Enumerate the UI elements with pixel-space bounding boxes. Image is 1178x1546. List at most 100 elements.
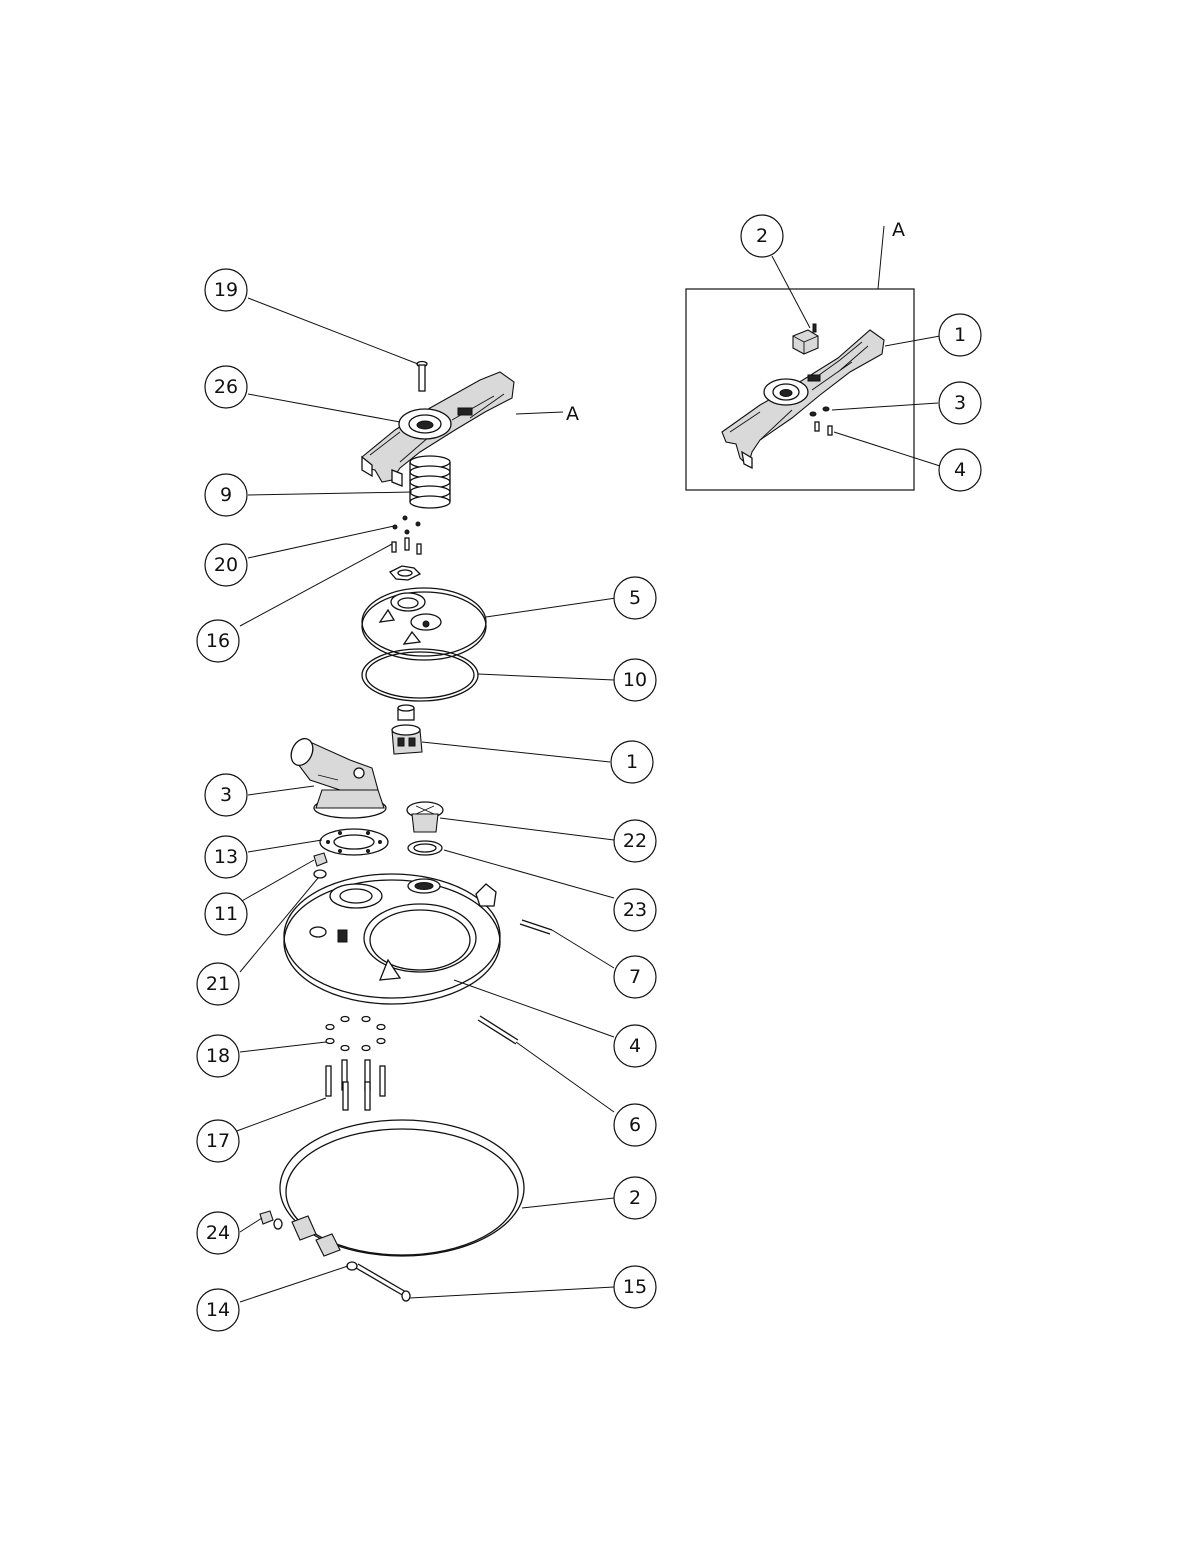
- view-label-main: A: [566, 403, 579, 425]
- main-callout-circle: [613, 888, 657, 932]
- rod-part-short: [519, 919, 553, 935]
- detail-callout-layer: 2 1 3 4: [740, 214, 982, 492]
- main-callout-circle: [196, 1211, 240, 1255]
- main-callout-number: 2: [629, 1187, 641, 1209]
- main-callout-13: 11: [204, 892, 248, 936]
- main-callout-number: 20: [214, 554, 238, 576]
- main-callout-circle: [613, 1024, 657, 1068]
- detail-callout-number: 1: [954, 324, 966, 346]
- main-callout-circle: [196, 962, 240, 1006]
- fitting-part: [406, 801, 444, 833]
- detail-callout-circle: [740, 214, 784, 258]
- main-callout-number: 22: [623, 830, 647, 852]
- clamp-hardware-parts: [259, 1210, 411, 1302]
- detail-view-frame: [685, 288, 915, 491]
- arm-part: [361, 371, 515, 487]
- main-callout-circle: [196, 1119, 240, 1163]
- valve-part: [391, 704, 423, 755]
- main-callout-number: 15: [623, 1276, 647, 1298]
- washer-part: [407, 840, 443, 856]
- main-callout-number: 7: [629, 966, 641, 988]
- main-callout-circle: [204, 365, 248, 409]
- detail-leader-lines: [771, 225, 941, 467]
- main-callout-21: 24: [196, 1211, 240, 1255]
- main-callout-6: 5: [613, 576, 657, 620]
- main-callout-number: 10: [623, 669, 647, 691]
- main-callout-number: 19: [214, 279, 238, 301]
- main-callout-number: 5: [629, 587, 641, 609]
- main-callout-circle: [613, 1103, 657, 1147]
- main-callout-number: 9: [220, 484, 232, 506]
- main-callout-circle: [613, 819, 657, 863]
- main-callout-number: 4: [629, 1035, 641, 1057]
- main-callout-18: 6: [613, 1103, 657, 1147]
- main-callout-17: 18: [196, 1034, 240, 1078]
- main-callout-circle: [204, 473, 248, 517]
- tank-top-part: [283, 873, 501, 1005]
- main-callout-4: 20: [204, 543, 248, 587]
- main-callout-circle: [196, 1034, 240, 1078]
- main-callout-1: 19: [204, 268, 248, 312]
- detail-callout-number: 3: [954, 392, 966, 414]
- main-callout-circle: [196, 1288, 240, 1332]
- main-callout-circle: [204, 543, 248, 587]
- detail-callout-circle: [938, 448, 982, 492]
- main-callout-circle: [613, 658, 657, 702]
- main-callout-10: 22: [613, 819, 657, 863]
- detail-small-parts: [809, 406, 833, 436]
- small-plate-part: [388, 565, 422, 581]
- main-exploded-view: [233, 297, 617, 1303]
- detail-callout-circle: [938, 381, 982, 425]
- main-callout-number: 6: [629, 1114, 641, 1136]
- main-callout-circle: [613, 955, 657, 999]
- main-callout-9: 3: [204, 773, 248, 817]
- main-callout-number: 17: [206, 1130, 230, 1152]
- detail-callout-number: 4: [954, 459, 966, 481]
- main-callout-number: 16: [206, 630, 230, 652]
- main-callout-circle: [204, 835, 248, 879]
- main-callout-number: 23: [623, 899, 647, 921]
- main-callout-circle: [613, 1265, 657, 1309]
- main-callout-2: 26: [204, 365, 248, 409]
- gasket-part: [319, 828, 389, 856]
- main-callout-20: 2: [613, 1176, 657, 1220]
- main-callout-3: 9: [204, 473, 248, 517]
- main-callout-8: 1: [610, 740, 654, 784]
- rod-part-long: [477, 1015, 519, 1045]
- main-callout-number: 13: [214, 846, 238, 868]
- main-callout-14: 21: [196, 962, 240, 1006]
- main-callout-circle: [204, 773, 248, 817]
- main-callout-number: 1: [626, 751, 638, 773]
- o-ring-part: [361, 648, 479, 702]
- bolt-parts: [325, 1059, 386, 1111]
- main-callout-number: 21: [206, 973, 230, 995]
- detail-callout-3: 3: [938, 381, 982, 425]
- main-callout-22: 15: [613, 1265, 657, 1309]
- main-callout-circle: [204, 268, 248, 312]
- main-callout-circle: [196, 619, 240, 663]
- nut-part: [313, 852, 328, 879]
- detail-clip-part: [792, 323, 819, 355]
- pin-part: [416, 360, 428, 392]
- main-callout-11: 13: [204, 835, 248, 879]
- detail-callout-number: 2: [756, 225, 768, 247]
- main-callout-5: 16: [196, 619, 240, 663]
- main-callout-circle: [610, 740, 654, 784]
- ball-parts: [392, 515, 421, 535]
- main-callout-circle: [204, 892, 248, 936]
- main-callout-23: 14: [196, 1288, 240, 1332]
- main-leader-lines: [233, 297, 617, 1303]
- detail-callout-2: 1: [938, 313, 982, 357]
- detail-callout-4: 4: [938, 448, 982, 492]
- main-callout-number: 14: [206, 1299, 230, 1321]
- main-callout-15: 7: [613, 955, 657, 999]
- main-callout-7: 10: [613, 658, 657, 702]
- main-callout-19: 17: [196, 1119, 240, 1163]
- main-callout-number: 26: [214, 376, 238, 398]
- spring-part: [409, 455, 451, 509]
- main-callout-number: 3: [220, 784, 232, 806]
- lid-part: [361, 587, 487, 661]
- detail-arm-part: [721, 329, 885, 470]
- main-callout-number: 18: [206, 1045, 230, 1067]
